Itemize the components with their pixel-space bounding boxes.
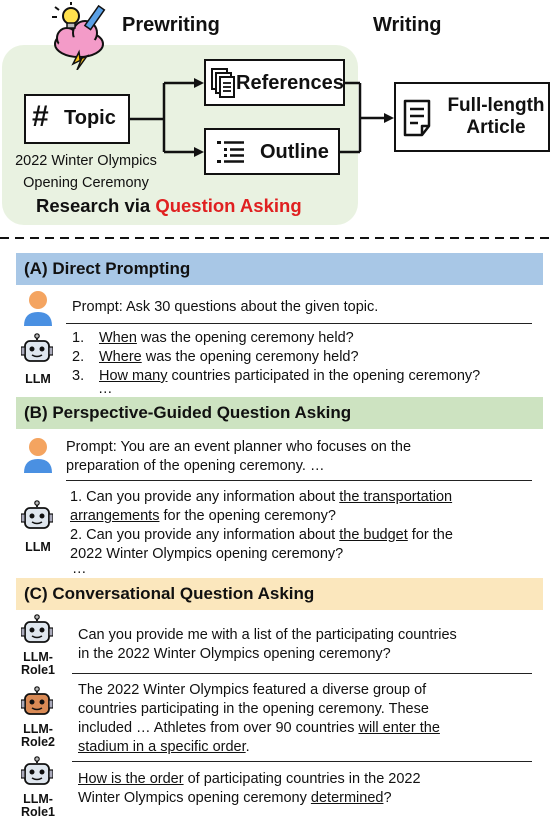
section-a-ellipsis: …	[98, 381, 113, 397]
research-caption: Research via Question Asking	[36, 195, 302, 217]
article-label-line1: Full-length	[447, 95, 545, 116]
brainstorm-icon	[52, 2, 106, 70]
robot-icon	[21, 614, 53, 643]
section-a-prompt: Prompt: Ask 30 questions about the given…	[72, 299, 379, 315]
message-divider	[72, 761, 532, 762]
outline-list-icon	[217, 141, 244, 163]
role2-label: LLM-Role2	[20, 722, 56, 749]
section-a-header: (A) Direct Prompting	[16, 253, 543, 285]
section-b-llm-label: LLM	[25, 540, 51, 554]
documents-icon	[211, 68, 235, 98]
section-c-header: (C) Conversational Question Asking	[16, 578, 543, 610]
prewriting-label: Prewriting	[122, 14, 220, 36]
outline-box: Outline	[204, 128, 340, 175]
list-item: 3.How many countries participated in the…	[72, 368, 481, 384]
message-divider	[72, 673, 532, 674]
user-icon	[24, 291, 52, 326]
list-item: 2. Can you provide any information about…	[70, 527, 453, 543]
writing-label: Writing	[373, 14, 442, 36]
flow-connectors	[0, 78, 552, 239]
hashtag-icon: #	[32, 100, 49, 133]
robot-icon	[21, 333, 53, 362]
chat-message: Can you provide me with a list of the pa…	[78, 627, 457, 662]
section-b-prompt-line1: Prompt: You are an event planner who foc…	[66, 439, 412, 455]
section-b-ellipsis: …	[72, 561, 87, 577]
robot-icon	[21, 500, 53, 529]
section-b-prompt-line	[66, 480, 532, 481]
robot-icon	[21, 756, 53, 785]
list-item: arrangements for the opening ceremony?	[70, 508, 336, 524]
article-icon	[403, 99, 431, 137]
user-icon	[24, 438, 52, 473]
section-b-prompt-line2: preparation of the opening ceremony. …	[66, 458, 325, 474]
references-label: References	[236, 72, 344, 94]
outline-label: Outline	[260, 141, 329, 163]
section-b-header: (B) Perspective-Guided Question Asking	[16, 397, 543, 429]
topic-box: # Topic	[24, 94, 130, 144]
article-label-line2: Article	[466, 117, 526, 138]
role1-label: LLM-Role1	[20, 650, 56, 677]
section-a-prompt-line	[66, 323, 532, 324]
topic-value-line2: Opening Ceremony	[23, 175, 149, 191]
topic-value-line1: 2022 Winter Olympics	[15, 153, 157, 169]
list-item: 2.Where was the opening ceremony held?	[72, 349, 359, 365]
role1-label-repeat: LLM-Role1	[20, 792, 56, 819]
article-box: Full-length Article	[394, 82, 550, 152]
references-box: References	[204, 59, 345, 106]
topic-label: Topic	[64, 107, 116, 129]
chat-message: How is the order of participating countr…	[78, 771, 421, 806]
research-highlight: Question Asking	[155, 195, 302, 216]
research-prefix: Research via	[36, 195, 156, 216]
section-a-llm-label: LLM	[25, 372, 51, 386]
list-item: 2022 Winter Olympics opening ceremony?	[70, 546, 344, 562]
robot-icon	[21, 686, 53, 715]
chat-message: The 2022 Winter Olympics featured a dive…	[78, 682, 440, 755]
list-item: 1.When was the opening ceremony held?	[72, 330, 354, 346]
list-item: 1. Can you provide any information about…	[70, 489, 453, 505]
